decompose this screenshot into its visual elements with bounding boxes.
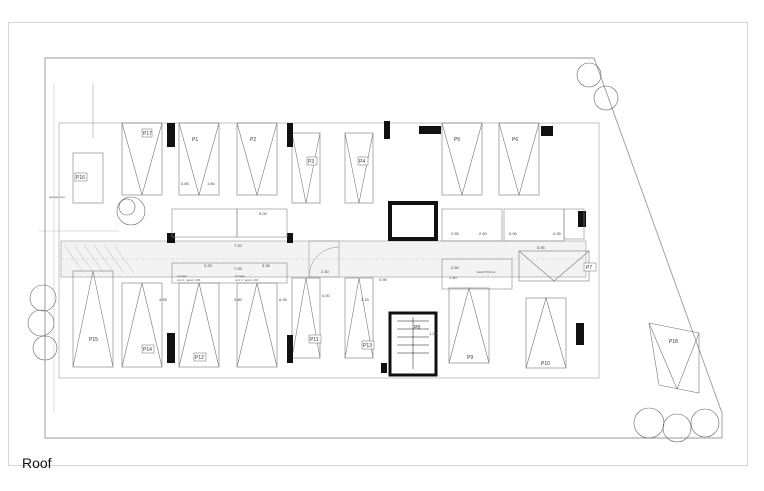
parking-labels: P17 P1 P2 P3 P4 P5 P6 P7 P9 P10 P11 P12 …: [74, 128, 678, 367]
storage-label-1: storage: [177, 274, 187, 278]
svg-text:7.20: 7.20: [234, 243, 243, 248]
svg-text:3.35: 3.35: [262, 263, 271, 268]
label-p2: P2: [250, 137, 256, 143]
svg-text:0.35: 0.35: [553, 231, 562, 236]
label-p10: P10: [541, 361, 550, 367]
lower-parking-row: [72, 250, 700, 394]
label-p5: P5: [454, 137, 460, 143]
upper-parking-row: [72, 122, 540, 204]
building-outline: [58, 122, 600, 379]
svg-text:1.80: 1.80: [207, 181, 216, 186]
svg-text:5.90: 5.90: [509, 231, 518, 236]
label-p11: P11: [310, 337, 319, 343]
drawing-title: Roof: [22, 455, 52, 471]
label-p3: P3: [308, 159, 314, 165]
svg-text:4.00: 4.00: [322, 293, 331, 298]
label-p18: P18: [669, 339, 678, 345]
svg-text:6.95: 6.95: [279, 297, 288, 302]
svg-text:0.95: 0.95: [379, 277, 388, 282]
storage-label-2: storage: [235, 274, 245, 278]
svg-text:3.25: 3.25: [204, 263, 213, 268]
label-p4: P4: [359, 159, 365, 165]
svg-text:1.40: 1.40: [449, 275, 458, 280]
svg-text:2.50: 2.50: [479, 231, 488, 236]
hatched-areas: [63, 244, 135, 274]
label-p9: P9: [467, 355, 473, 361]
svg-text:5.95: 5.95: [537, 245, 546, 250]
roof-plan: P17 P1 P2 P3 P4 P5 P6 P7 P9 P10 P11 P12 …: [27, 57, 723, 443]
svg-text:5.00: 5.00: [259, 211, 268, 216]
svg-text:4.95: 4.95: [159, 297, 168, 302]
service-rooms: [171, 208, 585, 290]
label-p17: P17: [143, 131, 152, 137]
electrical-label: ELECTRICAL: [477, 270, 496, 274]
label-p13: P13: [363, 343, 372, 349]
storage-unit-1: unit 1 / apart. 203: [177, 278, 201, 282]
label-p12: P12: [195, 355, 204, 361]
svg-text:2.60: 2.60: [451, 265, 460, 270]
tree-symbols: [27, 62, 720, 443]
structural-columns: [167, 121, 586, 373]
stair-core: [308, 201, 438, 377]
label-p8: P8: [414, 325, 420, 331]
svg-text:7.05: 7.05: [234, 266, 243, 271]
label-p6: P6: [512, 137, 518, 143]
drawing-sheet: P17 P1 P2 P3 P4 P5 P6 P7 P9 P10 P11 P12 …: [8, 22, 748, 466]
svg-text:2.55: 2.55: [451, 231, 460, 236]
svg-text:1.20: 1.20: [429, 331, 438, 336]
svg-text:3.15: 3.15: [361, 297, 370, 302]
storage-unit-2: unit 1 / apart. 204: [235, 278, 259, 282]
svg-text:4.80: 4.80: [234, 297, 243, 302]
svg-text:0.85: 0.85: [181, 181, 190, 186]
dimensions: 7.20 7.05 3.25 3.35 4.95 4.80 6.95 3.15 …: [159, 181, 562, 336]
label-p14: P14: [143, 347, 152, 353]
label-p7: P7: [586, 265, 592, 271]
label-p1: P1: [192, 137, 198, 143]
label-p16: P16: [76, 175, 85, 181]
svg-text:2.40: 2.40: [321, 269, 330, 274]
garage-door-label: garage door: [49, 195, 65, 199]
label-p15: P15: [89, 337, 98, 343]
